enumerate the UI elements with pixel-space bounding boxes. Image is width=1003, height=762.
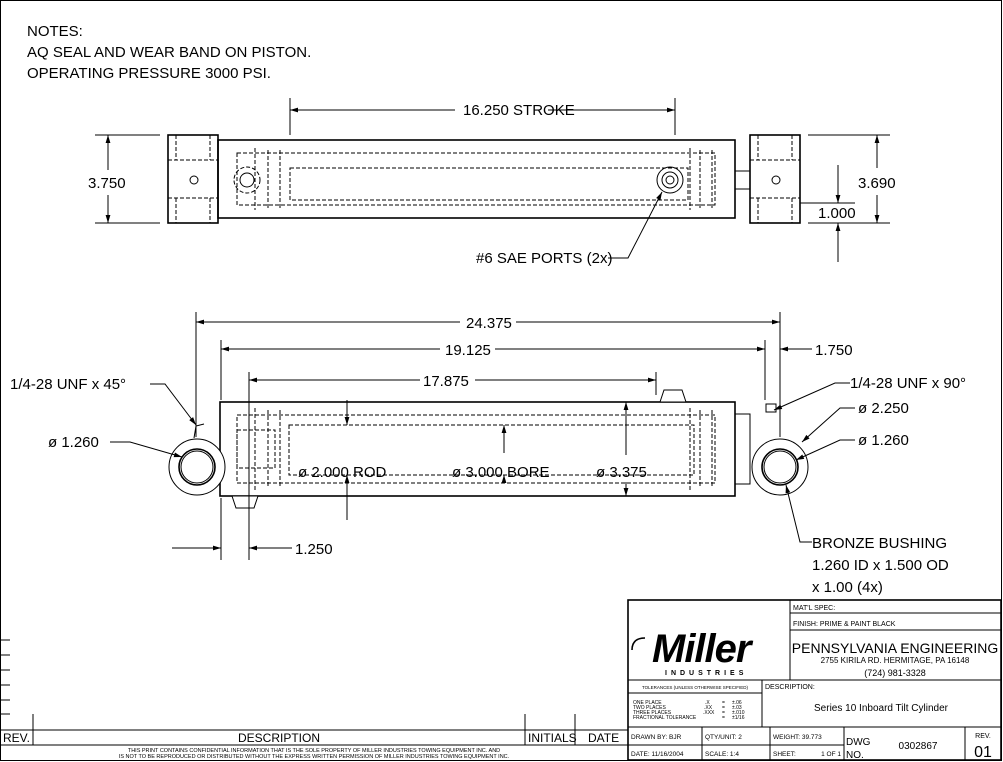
- overall-length-dimension: 24.375: [466, 315, 512, 332]
- description-label: DESCRIPTION:: [765, 684, 815, 691]
- port-to-port-dimension: 17.875: [423, 373, 469, 390]
- grease-fitting-icon: [771, 175, 781, 185]
- svg-text:ONE PLACE: ONE PLACE: [633, 700, 662, 706]
- miller-logo: Miller INDUSTRIES: [631, 627, 755, 677]
- finish: FINISH: PRIME & PAINT BLACK: [793, 621, 896, 628]
- dwg-label: NO.: [846, 750, 864, 761]
- company-name: PENNSYLVANIA ENGINEERING: [792, 640, 998, 656]
- svg-text:=: =: [722, 705, 725, 711]
- svg-text:±.03: ±.03: [732, 705, 742, 711]
- right-od-callout: ø 2.250: [858, 400, 909, 417]
- rev-label: REV.: [975, 733, 991, 740]
- drawing-description: Series 10 Inboard Tilt Cylinder: [814, 703, 949, 714]
- height-left-dimension: 3.750: [88, 175, 126, 192]
- rod: [734, 413, 751, 485]
- bushing-callout: x 1.00 (4x): [812, 579, 883, 596]
- revision-number: 01: [974, 744, 992, 761]
- svg-text:±.010: ±.010: [732, 710, 745, 716]
- revision-block: REV. DESCRIPTION INITIALS DATE THIS PRIN…: [0, 639, 628, 760]
- company-phone: (724) 981-3328: [864, 668, 926, 678]
- svg-text:INDUSTRIES: INDUSTRIES: [665, 670, 747, 677]
- drawing-date: DATE: 11/16/2004: [631, 751, 684, 758]
- ports-callout: #6 SAE PORTS (2x): [476, 250, 612, 267]
- svg-text:=: =: [722, 700, 725, 706]
- svg-text:=: =: [722, 710, 725, 716]
- stroke-dimension: 16.250 STROKE: [463, 102, 575, 119]
- bore-diameter: ø 3.000 BORE: [452, 464, 550, 481]
- port-offset-dimension: 1.250: [295, 541, 333, 558]
- confidential-notice: IS NOT TO BE REPRODUCED OR DISTRIBUTED W…: [119, 754, 510, 760]
- right-eye: [751, 438, 809, 496]
- confidential-notice: THIS PRINT CONTAINS CONFIDENTIAL INFORMA…: [128, 748, 500, 754]
- bushing-callout: BRONZE BUSHING: [812, 535, 947, 552]
- height-right-dimension: 3.690: [858, 175, 896, 192]
- svg-text:FRACTIONAL TOLERANCE: FRACTIONAL TOLERANCE: [633, 715, 697, 721]
- side-view: 24.375 19.125 1.750 17.875 1.250 ø 2.000…: [10, 312, 966, 596]
- port-icon: [656, 166, 684, 194]
- qty-per-unit: QTY/UNIT: 2: [705, 734, 742, 741]
- pin-to-pin-dimension: 19.125: [445, 342, 491, 359]
- svg-text:=: =: [722, 715, 725, 721]
- right-fitting-callout: 1/4-28 UNF x 90°: [850, 375, 966, 392]
- svg-text:THREE PLACES: THREE PLACES: [633, 710, 672, 716]
- note-line: OPERATING PRESSURE 3000 PSI.: [27, 65, 271, 82]
- svg-text:Miller: Miller: [652, 627, 754, 671]
- date-column-header: DATE: [588, 731, 619, 745]
- notes: NOTES: AQ SEAL AND WEAR BAND ON PISTON. …: [27, 23, 311, 82]
- notes-heading: NOTES:: [27, 23, 83, 40]
- drawn-by: DRAWN BY: BJR: [631, 734, 682, 741]
- svg-text:.XXX: .XXX: [703, 710, 715, 716]
- port-fitting-icon: [659, 389, 687, 403]
- svg-text:±1/16: ±1/16: [732, 715, 745, 721]
- left-fitting-callout: 1/4-28 UNF x 45°: [10, 376, 126, 393]
- tolerances-header: TOLERANCES (UNLESS OTHERWISE SPECIFIED): [642, 685, 749, 690]
- tolerance-table: ONE PLACE .X = ±.06 TWO PLACES .XX = ±.03 THRE…: [633, 700, 745, 721]
- weight: WEIGHT: 39.773: [773, 734, 822, 741]
- right-pin-callout: ø 1.260: [858, 432, 909, 449]
- material-spec: MAT'L SPEC:: [793, 605, 835, 612]
- scale: SCALE: 1:4: [705, 751, 739, 758]
- port-icon: [233, 166, 261, 194]
- sheet-number: 1 OF 1: [821, 751, 841, 758]
- dwg-label: DWG: [846, 737, 871, 748]
- svg-text:.XX: .XX: [704, 705, 713, 711]
- rod-end-dimension: 1.750: [815, 342, 853, 359]
- title-block: Miller INDUSTRIES MAT'L SPEC: FINISH: PR…: [627, 599, 1002, 761]
- svg-text:±.06: ±.06: [732, 700, 742, 706]
- right-clevis: [749, 134, 801, 224]
- rod-diameter: ø 2.000 ROD: [298, 464, 387, 481]
- grease-fitting-icon: [189, 175, 199, 185]
- rev-column-header: REV.: [3, 731, 30, 745]
- svg-text:TWO PLACES: TWO PLACES: [633, 705, 666, 711]
- port-fitting-icon: [231, 495, 259, 509]
- note-line: AQ SEAL AND WEAR BAND ON PISTON.: [27, 44, 311, 61]
- description-column-header: DESCRIPTION: [238, 731, 320, 745]
- grease-fitting-icon: [765, 403, 777, 413]
- barrel-diameter: ø 3.375: [596, 464, 647, 481]
- drawing-number: 0302867: [899, 741, 938, 752]
- company-address: 2755 KIRILA RD. HERMITAGE, PA 16148: [821, 656, 970, 665]
- initials-column-header: INITIALS: [528, 731, 577, 745]
- offset-dimension: 1.000: [818, 205, 856, 222]
- left-eye: [168, 438, 226, 496]
- rod: [734, 170, 751, 190]
- bushing-callout: 1.260 ID x 1.500 OD: [812, 557, 949, 574]
- svg-text:.X: .X: [705, 700, 710, 706]
- top-view: 16.250 STROKE 3.750 3.690 1.000 #6 SAE P…: [88, 98, 896, 267]
- left-pin-callout: ø 1.260: [48, 434, 99, 451]
- sheet-label: SHEET:: [773, 751, 796, 758]
- barrel: [219, 401, 736, 497]
